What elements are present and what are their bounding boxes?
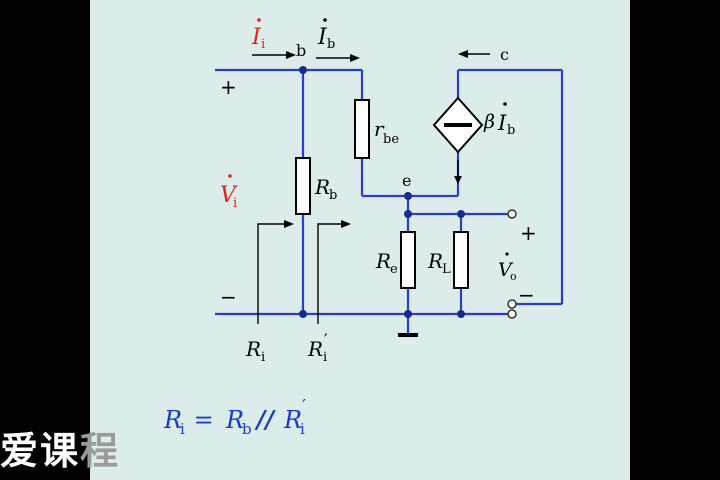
svg-text:R: R xyxy=(314,175,330,199)
output-minus: − xyxy=(518,283,535,307)
node-c-label: c xyxy=(500,45,509,64)
ri-prime-label: R i ′ xyxy=(307,330,328,365)
svg-text:R: R xyxy=(163,406,182,434)
rl-label: R L xyxy=(427,249,451,277)
output-plus: + xyxy=(520,221,537,245)
svg-text:i: i xyxy=(261,350,265,365)
output-terminal-mid xyxy=(507,299,517,309)
rbe-label: r be xyxy=(374,117,399,147)
node-bottom-rl xyxy=(457,310,465,318)
output-terminal-bottom xyxy=(507,309,517,319)
node-e-out xyxy=(404,210,412,218)
svg-text:b: b xyxy=(327,37,335,52)
svg-text:R: R xyxy=(225,406,244,434)
svg-text:i: i xyxy=(300,420,305,438)
svg-text:L: L xyxy=(442,262,451,277)
input-voltage-label: V i xyxy=(220,174,238,211)
re-label: R e xyxy=(375,249,398,277)
svg-text:V: V xyxy=(498,259,514,281)
watermark-logo: 爱课程 xyxy=(0,420,121,473)
resistor-rb xyxy=(295,157,311,215)
svg-text:R: R xyxy=(307,337,323,361)
svg-text:i: i xyxy=(233,196,237,211)
svg-text:R: R xyxy=(427,249,443,273)
ground-symbol xyxy=(398,333,418,337)
svg-text://: // xyxy=(248,405,282,434)
svg-text:I: I xyxy=(251,25,262,50)
svg-text:′: ′ xyxy=(302,396,306,417)
svg-text:b: b xyxy=(329,188,337,203)
resistor-rbe xyxy=(354,99,370,159)
watermark-text-faded: 程 xyxy=(80,428,121,473)
circuit-wires xyxy=(215,68,564,334)
svg-text:β: β xyxy=(483,111,495,133)
svg-text:o: o xyxy=(510,270,517,283)
node-e xyxy=(404,192,412,200)
svg-text:r: r xyxy=(374,117,385,141)
current-arrows xyxy=(252,50,490,324)
node-rl-top xyxy=(457,210,465,218)
resistor-re xyxy=(400,231,416,289)
svg-text:be: be xyxy=(383,132,399,147)
input-plus: + xyxy=(220,75,237,99)
node-b-label: b xyxy=(296,41,306,60)
svg-text:R: R xyxy=(375,249,391,273)
resistor-rl xyxy=(453,231,469,289)
dependent-current-source xyxy=(432,96,484,184)
svg-text:b: b xyxy=(242,420,252,438)
source-label: β I b xyxy=(483,102,515,138)
svg-text:R: R xyxy=(283,406,302,434)
svg-text:i: i xyxy=(323,350,327,365)
svg-text:V: V xyxy=(220,183,238,208)
svg-text:=: = xyxy=(186,406,221,434)
svg-text:e: e xyxy=(390,262,398,277)
input-current-label: I i xyxy=(251,18,265,52)
node-bottom-rb xyxy=(299,310,307,318)
input-minus: − xyxy=(220,285,237,309)
svg-text:I: I xyxy=(317,25,328,50)
node-b xyxy=(299,66,307,74)
slide-background xyxy=(90,0,630,480)
svg-text:b: b xyxy=(507,123,515,138)
watermark-text-main: 爱课 xyxy=(0,428,81,473)
output-terminal-top xyxy=(507,209,517,219)
svg-text:i: i xyxy=(261,37,265,52)
svg-text:′: ′ xyxy=(324,330,328,349)
node-bottom-re xyxy=(404,310,412,318)
svg-text:R: R xyxy=(245,337,261,361)
node-e-label: e xyxy=(402,171,411,190)
svg-text:I: I xyxy=(497,111,507,135)
formula: R i = R b // R i ′ xyxy=(163,396,306,438)
base-current-label: I b xyxy=(317,18,335,52)
output-voltage-label: V o xyxy=(498,252,517,283)
rb-label: R b xyxy=(314,175,337,203)
ri-label: R i xyxy=(245,337,265,365)
svg-text:i: i xyxy=(180,420,185,438)
